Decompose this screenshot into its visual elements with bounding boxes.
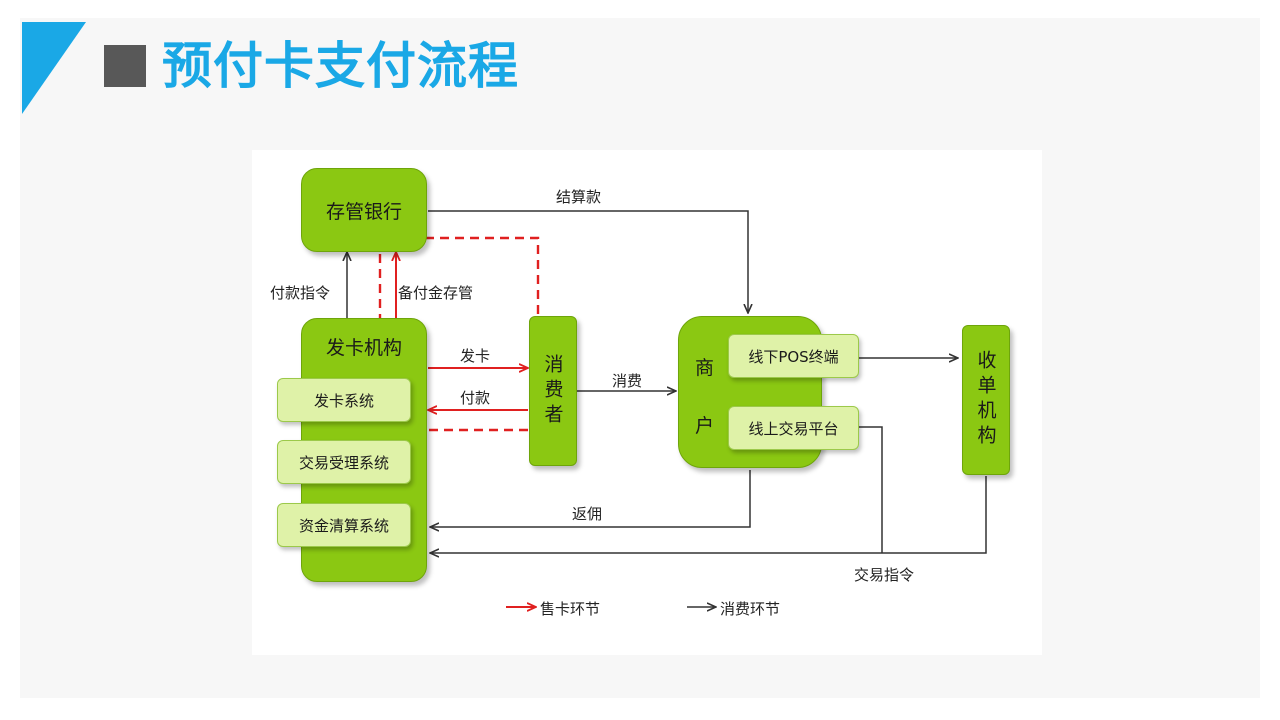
payment-instruction-label: 付款指令 (270, 284, 331, 302)
corner-accent-icon (22, 22, 86, 114)
legend-card-sale: 售卡环节 (540, 600, 601, 618)
payment-label: 付款 (460, 389, 491, 407)
acquirer-node: 收单机构 (962, 325, 1010, 475)
offline-pos-terminal: 线下POS终端 (728, 334, 859, 378)
transaction-instruction-label: 交易指令 (854, 566, 915, 584)
merchant-label-2: 户 (695, 415, 715, 437)
fund-clearing-system: 资金清算系统 (277, 503, 411, 547)
consumer-node: 消费者 (529, 316, 577, 466)
consumer-label: 消费者 (541, 353, 564, 429)
online-trading-platform: 线上交易平台 (728, 406, 859, 450)
page-title: 预付卡支付流程 (162, 37, 519, 95)
merchant-label-1: 商 (695, 357, 715, 379)
reserve-deposit-label: 备付金存管 (398, 284, 474, 302)
card-issuing-system: 发卡系统 (277, 378, 411, 422)
rebate-arrow (430, 470, 751, 527)
custody-bank-node: 存管银行 (301, 168, 427, 252)
online-platform-line (859, 426, 883, 553)
transaction-acceptance-system: 交易受理系统 (277, 440, 411, 484)
title-bullet-icon (104, 45, 146, 87)
issue-card-label: 发卡 (460, 347, 491, 365)
settlement-label: 结算款 (556, 188, 602, 206)
custody-bank-label: 存管银行 (325, 200, 402, 223)
legend-consumption: 消费环节 (720, 600, 781, 618)
settlement-arrow (428, 210, 748, 313)
acquirer-label: 收单机构 (974, 350, 997, 450)
acquirer-to-issuer-arrow (430, 476, 987, 553)
consume-label: 消费 (612, 372, 643, 390)
issuer-label: 发卡机构 (325, 337, 402, 359)
rebate-label: 返佣 (572, 505, 603, 523)
